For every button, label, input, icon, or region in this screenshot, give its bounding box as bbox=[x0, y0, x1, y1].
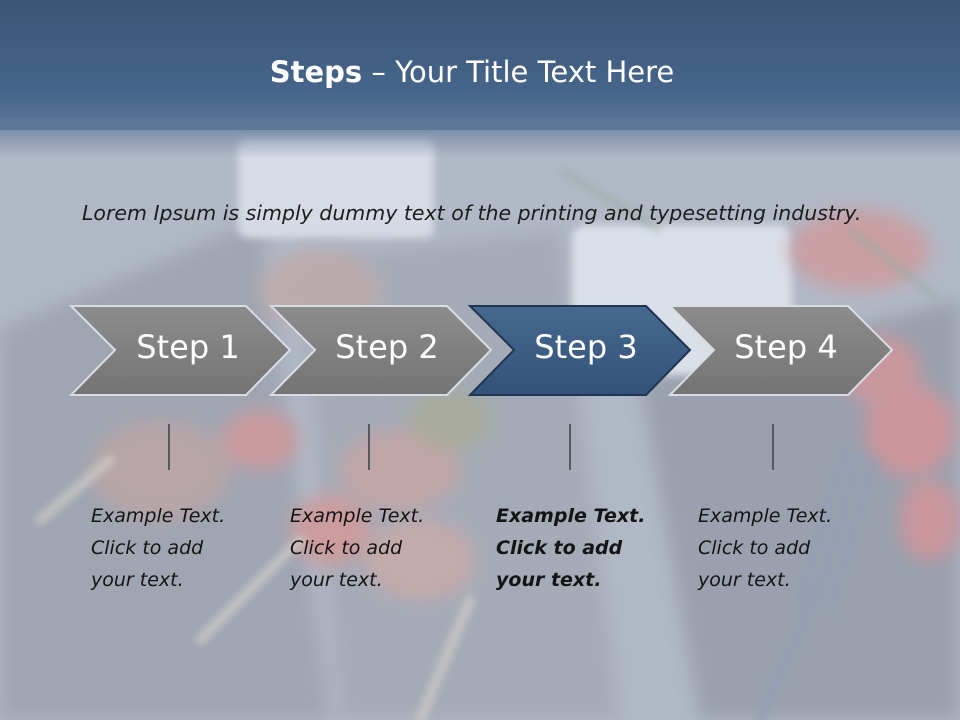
step-2-connector bbox=[368, 424, 370, 470]
step-3-note-line-1: Example Text. bbox=[496, 505, 646, 527]
step-1-label: Step 1 bbox=[136, 328, 240, 366]
title-band bbox=[0, 0, 960, 130]
step-1-connector bbox=[168, 424, 170, 470]
step-3-connector bbox=[569, 424, 571, 470]
step-2-label: Step 2 bbox=[335, 328, 439, 366]
step-3-chevron[interactable] bbox=[467, 305, 692, 396]
title-band-fade bbox=[0, 118, 960, 158]
step-4-note-line-3: your text. bbox=[698, 569, 791, 591]
step-3-note[interactable]: Example Text. Click to add your text. bbox=[496, 500, 671, 596]
step-4-note[interactable]: Example Text. Click to add your text. bbox=[698, 500, 873, 596]
title-bold: Steps bbox=[269, 55, 363, 89]
step-4-label: Step 4 bbox=[734, 328, 838, 366]
step-2-note-line-2: Click to add bbox=[290, 537, 403, 559]
step-2-note[interactable]: Example Text. Click to add your text. bbox=[290, 500, 465, 596]
step-3-note-line-3: your text. bbox=[496, 569, 602, 591]
step-4-connector bbox=[772, 424, 774, 470]
step-2-note-line-1: Example Text. bbox=[290, 505, 425, 527]
step-4-note-line-2: Click to add bbox=[698, 537, 811, 559]
step-3-label: Step 3 bbox=[534, 328, 638, 366]
step-1-note[interactable]: Example Text. Click to add your text. bbox=[91, 500, 266, 596]
step-1-note-line-1: Example Text. bbox=[91, 505, 226, 527]
background-wash bbox=[0, 130, 960, 720]
step-2-note-line-3: your text. bbox=[290, 569, 383, 591]
step-4-chevron[interactable] bbox=[667, 305, 894, 396]
step-1-chevron[interactable] bbox=[68, 305, 292, 396]
step-3-note-line-2: Click to add bbox=[496, 537, 623, 559]
title-rest: – Your Title Text Here bbox=[362, 55, 675, 89]
step-2-chevron[interactable] bbox=[268, 305, 493, 396]
step-1-note-line-2: Click to add bbox=[91, 537, 204, 559]
step-1-note-line-3: your text. bbox=[91, 569, 184, 591]
step-4-note-line-1: Example Text. bbox=[698, 505, 833, 527]
intro-text[interactable]: Lorem Ipsum is simply dummy text of the … bbox=[82, 201, 862, 225]
slide-title[interactable]: Steps – Your Title Text Here bbox=[0, 55, 944, 89]
